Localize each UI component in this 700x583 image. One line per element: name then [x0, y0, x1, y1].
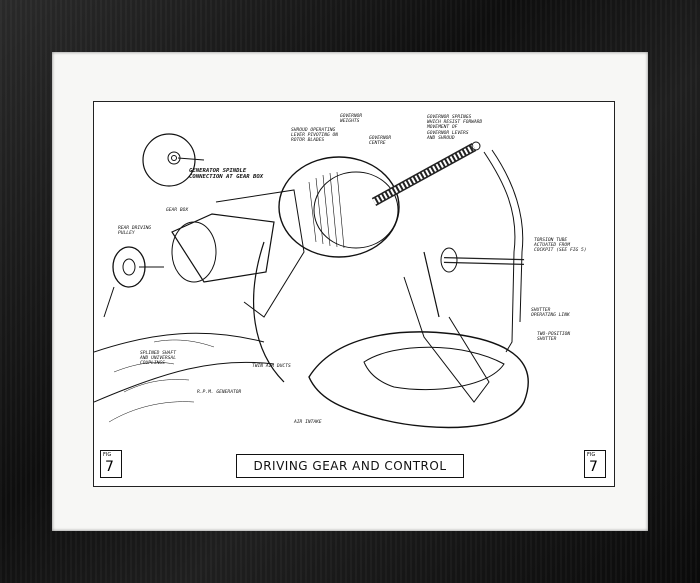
label-generator-spindle: GENERATOR SPINDLE CONNECTION AT GEAR BOX [189, 168, 264, 181]
label-shutter-link: SHUTTER OPERATING LINK [531, 308, 570, 319]
diagram-title: DRIVING GEAR AND CONTROL [253, 459, 447, 473]
label-governor-springs: GOVERNOR SPRINGS WHICH RESIST FORWARD MO… [427, 115, 483, 141]
fig-label-right: FIG [587, 452, 596, 458]
label-rear-pulley: REAR DRIVING PULLEY [118, 226, 152, 237]
label-air-intake: AIR INTAKE [294, 420, 322, 425]
label-governor-centre: GOVERNOR CENTRE [369, 136, 392, 147]
label-torsion-tube: TORSION TUBE ACTUATED FROM COCKPIT (SEE … [534, 238, 587, 254]
title-box: DRIVING GEAR AND CONTROL [236, 454, 464, 478]
label-splined-shaft: SPLINED SHAFT AND UNIVERSAL COUPLINGS [140, 351, 176, 367]
fig-number-right: 7 [589, 459, 598, 475]
fig-box-left: FIG 7 [100, 450, 122, 478]
fig-box-right: FIG 7 [584, 450, 606, 478]
mechanism-drawing [94, 133, 529, 429]
fig-number-left: 7 [105, 459, 114, 475]
label-governor-weights: GOVERNOR WEIGHTS [340, 114, 363, 125]
label-rpm-generator: R.P.M. GENERATOR [197, 390, 242, 395]
diagram-print: GENERATOR SPINDLE CONNECTION AT GEAR BOX… [93, 101, 615, 487]
label-two-position-shutter: TWO-POSITION SHUTTER [537, 332, 571, 343]
label-shroud-lever: SHROUD OPERATING LEVER PIVOTING ON ROTOR… [291, 128, 339, 144]
label-twin-air-ducts: TWIN AIR DUCTS [252, 364, 291, 369]
label-gear-box: GEAR BOX [166, 208, 189, 213]
fig-label-left: FIG [103, 452, 112, 458]
